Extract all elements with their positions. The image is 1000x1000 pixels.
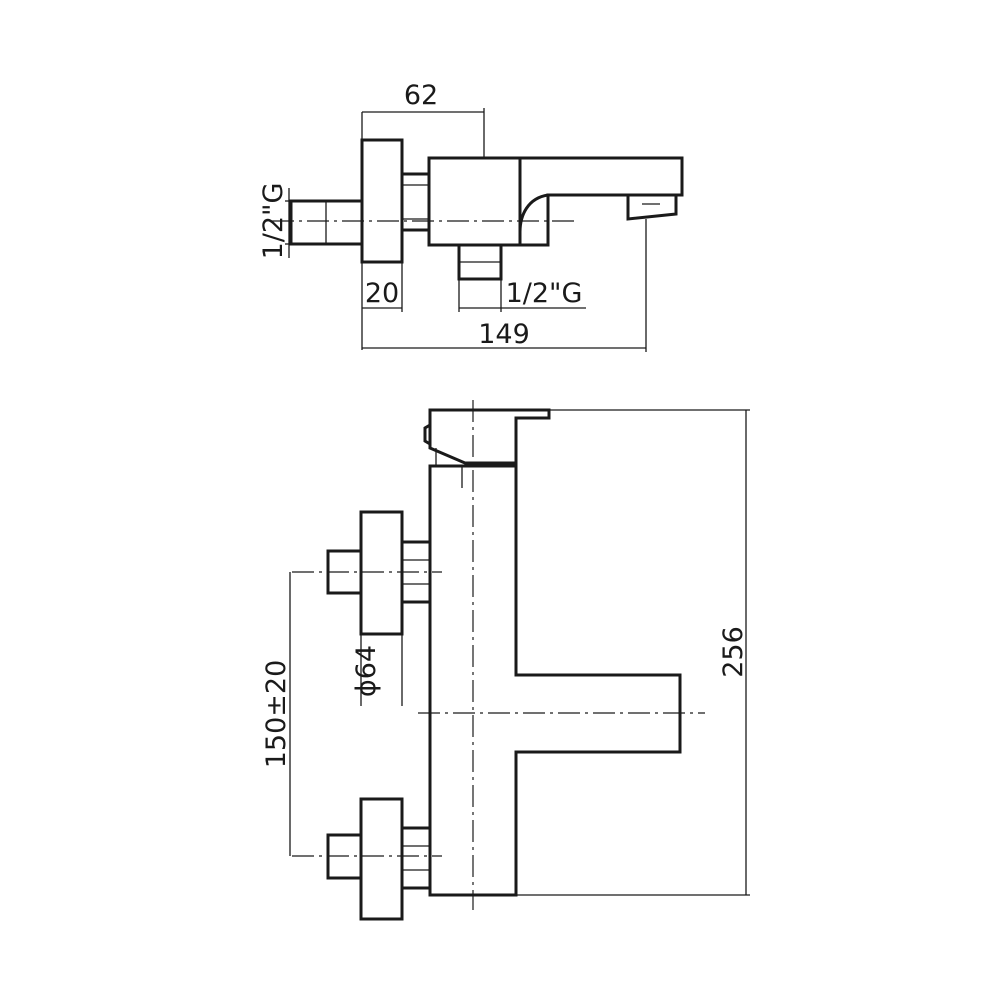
dim-20: 20 [365, 278, 399, 309]
front-mixer-body [428, 464, 682, 897]
dim-150-20: 150±20 [261, 660, 292, 769]
dim-inlet-thread: 1/2"G [258, 183, 289, 260]
front-lower-flange [359, 797, 404, 921]
dim-256: 256 [718, 626, 749, 678]
dim-149: 149 [478, 319, 530, 350]
front-upper-flange [359, 510, 404, 636]
top-aerator [626, 193, 678, 221]
front-view: 150±20 ϕ64 256 [261, 400, 750, 921]
top-view: 62 1/2"G 20 1/2"G 149 [258, 80, 684, 352]
top-spout [520, 156, 684, 247]
front-lever [428, 408, 551, 465]
top-hex-nut [400, 172, 431, 232]
front-lower-nut [400, 826, 432, 890]
dim-diameter-64: ϕ64 [351, 645, 382, 697]
top-mixer-body [427, 156, 522, 247]
front-lever-cap [423, 423, 431, 446]
top-wall-flange [360, 138, 404, 264]
dim-62: 62 [404, 80, 438, 111]
dim-outlet-thread: 1/2"G [506, 278, 583, 309]
